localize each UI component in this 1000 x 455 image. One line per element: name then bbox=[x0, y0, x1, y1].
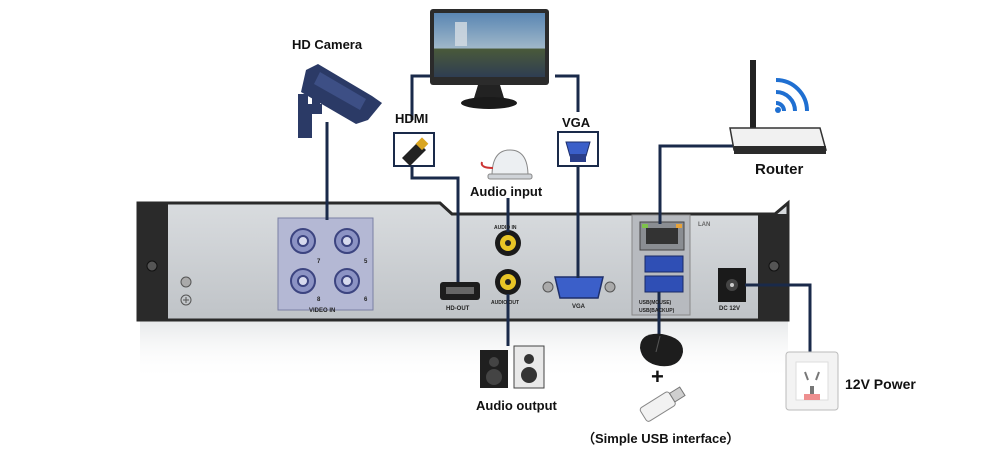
lan-panel-label: LAN bbox=[698, 222, 711, 228]
channel-7-label: 7 bbox=[317, 259, 321, 265]
video-in-block bbox=[277, 217, 374, 311]
dvr-reflection bbox=[140, 318, 788, 380]
dc-power-jack bbox=[718, 268, 746, 302]
plus-sign: + bbox=[651, 364, 664, 389]
connection-cables bbox=[325, 74, 812, 355]
channel-6-label: 6 bbox=[364, 297, 368, 303]
hdmi-label: HDMI bbox=[395, 111, 429, 126]
channel-5-label: 5 bbox=[364, 259, 368, 265]
hd-camera-icon bbox=[298, 64, 382, 138]
usb-mouse-panel-label: USB(MOUSE) bbox=[639, 300, 672, 306]
bnc-connector bbox=[290, 228, 360, 294]
dc-panel-label: DC 12V bbox=[719, 306, 741, 312]
mouse-icon bbox=[640, 333, 684, 367]
vga-label: VGA bbox=[562, 115, 591, 130]
screw-left bbox=[146, 260, 158, 272]
monitor-icon bbox=[430, 9, 549, 109]
power-socket-icon bbox=[785, 351, 839, 411]
vga-port bbox=[542, 276, 616, 299]
power-label: 12V Power bbox=[845, 376, 916, 392]
channel-8-label: 8 bbox=[317, 297, 321, 303]
router-label: Router bbox=[755, 161, 804, 178]
hd-camera-label: HD Camera bbox=[292, 37, 363, 52]
hdmi-cable-icon bbox=[393, 132, 435, 167]
ground-terminal-icon bbox=[180, 276, 192, 288]
router-icon bbox=[729, 60, 827, 154]
screw-right bbox=[768, 260, 780, 272]
audio-out-port bbox=[495, 269, 521, 295]
audio-out-panel-label: AUDIO OUT bbox=[491, 300, 520, 306]
audio-input-label: Audio input bbox=[470, 184, 543, 199]
hd-out-label: HD-OUT bbox=[446, 306, 470, 312]
lan-usb-block bbox=[631, 214, 691, 316]
hdmi-port bbox=[440, 282, 480, 300]
audio-in-panel-label: AUDIO IN bbox=[494, 225, 517, 231]
vga-panel-label: VGA bbox=[572, 304, 586, 310]
video-in-label: VIDEO IN bbox=[309, 308, 336, 314]
usb-stick-icon bbox=[639, 386, 686, 422]
usb-port bbox=[644, 255, 684, 273]
audio-in-port bbox=[495, 230, 521, 256]
microphone-icon bbox=[480, 149, 533, 180]
vga-cable-icon bbox=[557, 131, 599, 167]
speakers-icon bbox=[480, 345, 545, 389]
usb-port bbox=[644, 275, 684, 293]
usb-backup-panel-label: USB(BACKUP) bbox=[639, 308, 675, 314]
usb-note-label: （Simple USB interface） bbox=[582, 431, 740, 446]
audio-output-label: Audio output bbox=[476, 398, 557, 413]
